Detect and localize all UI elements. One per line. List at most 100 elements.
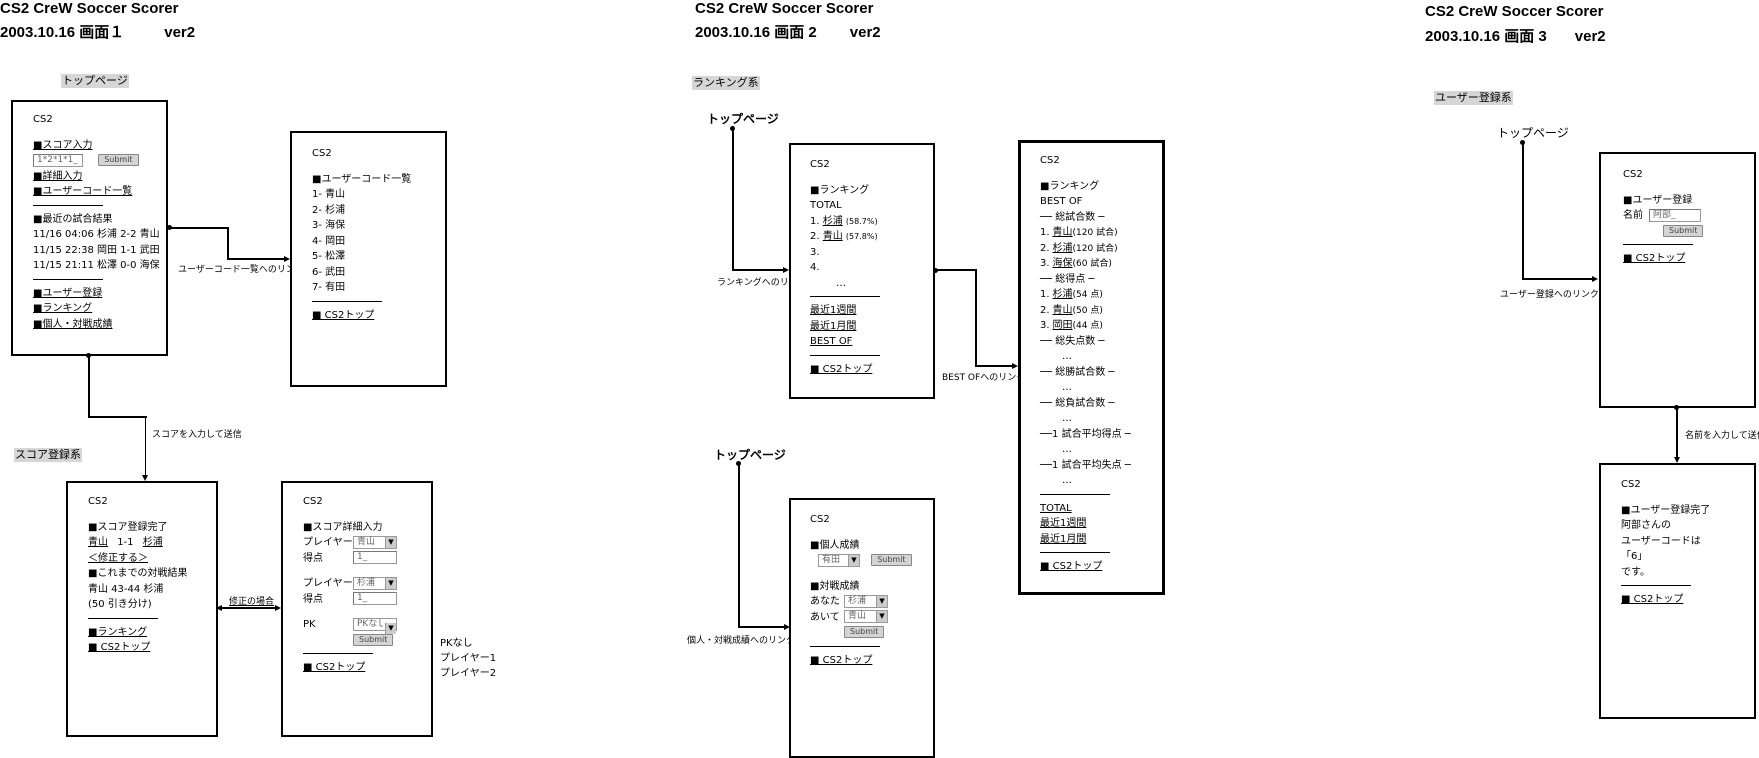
register-done-text: です。 [1621,566,1650,578]
divider [303,653,373,654]
rank-number: 1. [810,215,820,227]
player1-select[interactable]: 青山▼ [353,535,397,549]
assigned-user-code: 「6」 [1621,551,1648,562]
rank-number: 3. [810,246,820,258]
player2-select-value: 杉浦 [357,577,376,588]
player1-link[interactable]: 青山 [88,537,108,548]
score-done-heading: ■スコア登録完了 [88,521,168,533]
you-select[interactable]: 杉浦▼ [844,594,888,608]
connector-line [975,269,977,367]
connector-start-dot [1674,405,1679,410]
score-detail-submit-button[interactable]: Submit [353,633,394,646]
dropdown-arrow-icon: ▼ [385,536,396,548]
best-of-group-title: ── 総勝試合数 ─ [1040,366,1115,378]
divider [1040,493,1110,495]
score1-label: 得点 [303,552,323,564]
cs2-top-link[interactable]: ■ CS2トップ [810,363,873,375]
player-link[interactable]: 杉浦 [1052,289,1073,300]
register-submit-button[interactable]: Submit [1663,224,1704,237]
user-code-item: 2- 杉浦 [312,204,346,216]
cs2-top-link[interactable]: ■ CS2トップ [312,309,375,321]
recent-month-link[interactable]: 最近1月間 [810,320,857,332]
personal-player-select[interactable]: 有田▼ [818,553,860,567]
rank-number: 4. [810,262,820,273]
cs2-top-link[interactable]: ■ CS2トップ [1040,561,1103,572]
user-code-list-link[interactable]: ■ユーザーコード一覧 [33,186,133,197]
personal-submit-button[interactable]: Submit [871,554,912,566]
detail-input-link[interactable]: ■詳細入力 [33,170,83,182]
rank-value: (58.7%) [845,216,878,226]
rank-value: (57.8%) [845,232,878,241]
opponent-label: あいて [810,611,840,623]
score-input-field[interactable]: 1*2*1*1_ [33,153,83,167]
top-page-node-label: トップページ [1497,126,1569,140]
arrow-down-icon [142,475,148,481]
user-register-link[interactable]: ■ユーザー登録 [33,287,103,299]
recent-month-link[interactable]: 最近1月間 [1040,533,1087,545]
connector-line [1522,143,1524,279]
divider [312,300,382,302]
personal-stats-link[interactable]: ■個人・対戦成績 [33,318,113,330]
versus-submit-button[interactable]: Submit [844,626,885,638]
cs2-top-link[interactable]: ■ CS2トップ [1623,253,1686,264]
player2-link[interactable]: 杉浦 [142,537,163,548]
rank-value: (120 試合) [1072,228,1118,238]
pk-label: PK [303,619,316,630]
score-submit-button[interactable]: Submit [98,154,139,166]
player-link[interactable]: 青山 [1052,304,1073,316]
dropdown-arrow-icon: ▼ [385,577,396,589]
player-link[interactable]: 青山 [1052,227,1073,238]
personal-stats-mockup: CS2 ■個人成績 有田▼ Submit ■対戦成績 あなた杉浦▼ あいて青山▼… [789,498,935,758]
player-link[interactable]: 杉浦 [822,215,843,227]
opponent-select[interactable]: 青山▼ [844,610,888,623]
best-of-link[interactable]: BEST OF [810,336,853,347]
best-of-groups: ── 総試合数 ─1.青山(120 試合)2.杉浦(120 試合)3.海保(60… [1040,210,1131,489]
recent-week-link[interactable]: 最近1週間 [1040,518,1087,529]
section-label-top-page: トップページ [61,74,129,88]
player-link[interactable]: 岡田 [1052,320,1073,331]
rank-number: 2. [1040,304,1050,316]
user-register-mockup: CS2 ■ユーザー登録 名前阿部_ Submit ■ CS2トップ [1599,152,1756,408]
connector-line [168,227,228,229]
ellipsis: … [836,277,846,289]
user-code-heading: ■ユーザーコード一覧 [312,173,412,185]
recent-week-link[interactable]: 最近1週間 [810,305,857,316]
divider [810,645,880,647]
ranking-link[interactable]: ■ランキング [88,626,148,638]
best-of-entry: 3.海保(60 試合) [1040,256,1131,272]
cs2-top-link[interactable]: ■ CS2トップ [810,654,873,666]
player-link[interactable]: 海保 [1052,258,1073,269]
cs2-top-link[interactable]: ■ CS2トップ [88,642,151,653]
divider [1621,585,1691,586]
pk-select-value: PKなし [357,618,383,629]
player2-select[interactable]: 杉浦 ▼ [353,576,397,590]
dropdown-arrow-icon: ▼ [876,611,887,622]
best-of-group-title: ── 総失点数 ─ [1040,335,1105,347]
ranking-mode: BEST OF [1040,196,1083,207]
ellipsis: … [1062,413,1072,424]
brand-label: CS2 [303,496,323,507]
arrow-right-icon [284,256,290,262]
total-link[interactable]: TOTAL [1040,502,1072,514]
player-link[interactable]: 青山 [822,231,843,242]
rank-value: (120 試合) [1072,243,1118,254]
player-link[interactable]: 杉浦 [1052,242,1073,254]
ranking-link[interactable]: ■ランキング [33,303,93,314]
score1-input[interactable]: 1_ [353,551,397,564]
connector-line [738,626,784,628]
brand-label: CS2 [1623,169,1643,180]
score2-input[interactable]: 1_ [353,592,397,605]
pk-select[interactable]: PKなし▼ [353,617,397,634]
best-of-group-title: ──1 試合平均得点 ─ [1040,428,1131,440]
dropdown-arrow-icon: ▼ [876,595,887,607]
player1-label: プレイヤー1 [303,537,360,548]
cs2-top-link[interactable]: ■ CS2トップ [303,662,366,673]
cs2-top-link[interactable]: ■ CS2トップ [1621,594,1684,605]
connector-label-fix-case: 修正の場合 [229,597,275,607]
screen1-date-label: 2003.10.16 画面１ [0,24,125,41]
screen1-version: ver2 [164,24,196,41]
name-input[interactable]: 阿部_ [1649,208,1701,222]
fix-score-link[interactable]: ＜修正する＞ [88,552,148,564]
ellipsis: … [1062,444,1072,455]
